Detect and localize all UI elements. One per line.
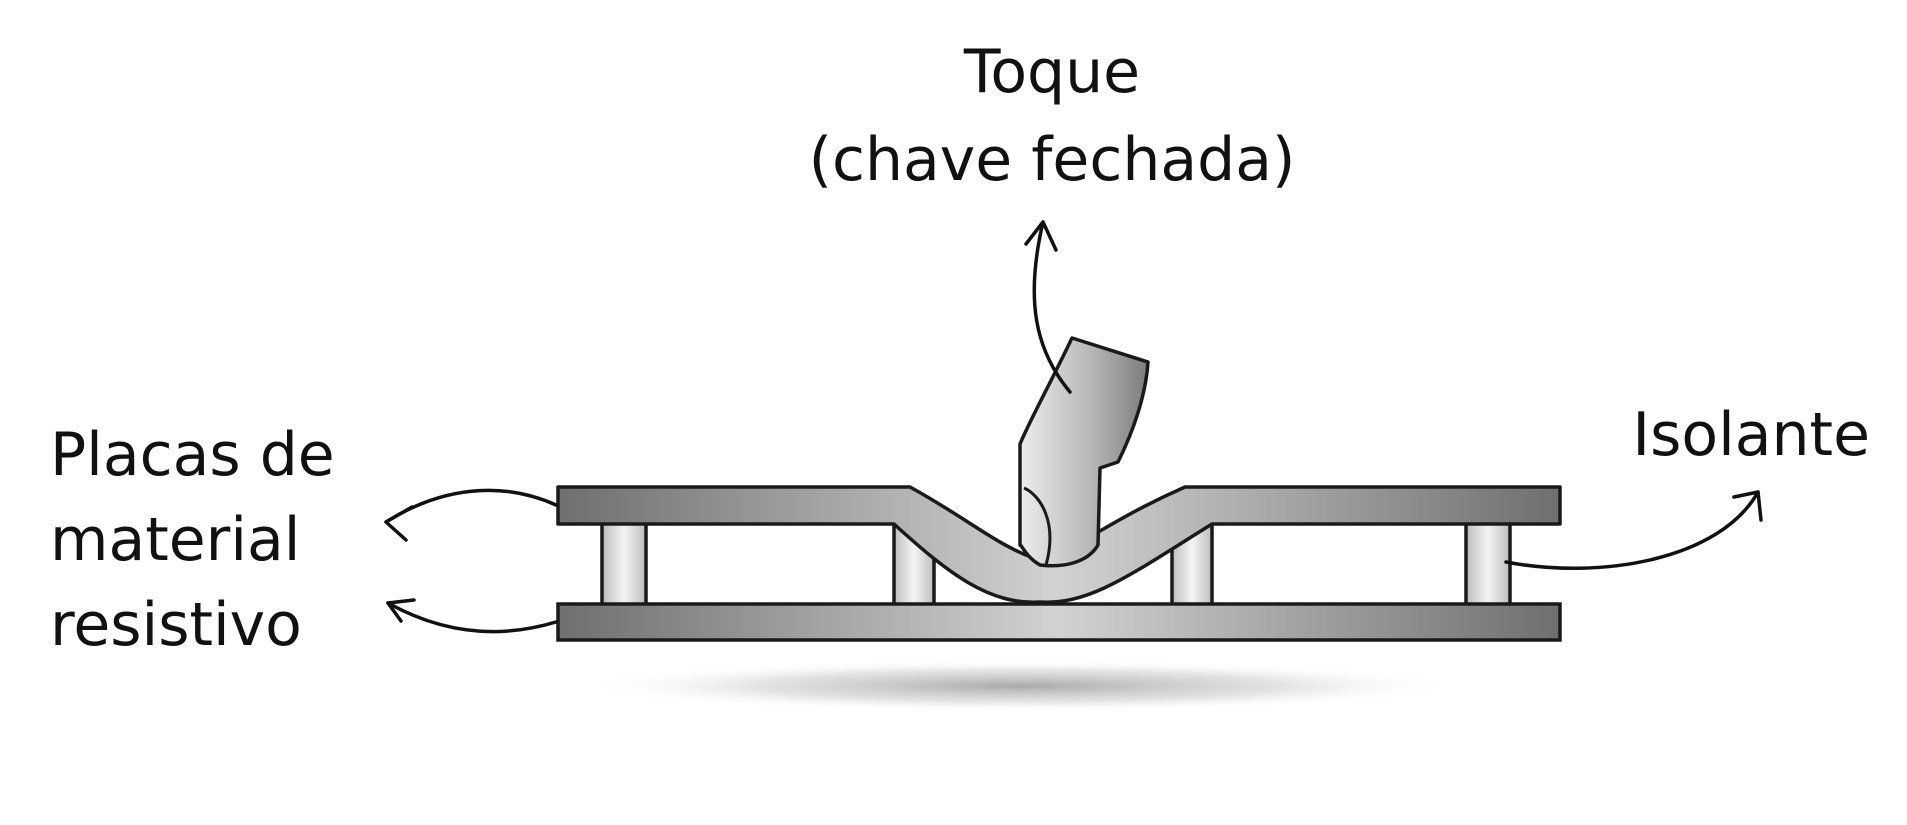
touch-label-line1: Toque — [963, 37, 1140, 107]
finger-icon — [1018, 336, 1150, 568]
touch-label-line2: (chave fechada) — [809, 125, 1296, 195]
plates-label-line3: resistivo — [50, 590, 302, 660]
arrow-left-icon — [384, 488, 558, 542]
insulator-label: Isolante — [1632, 400, 1870, 470]
ground-shadow — [580, 660, 1460, 712]
plates-label-line1: Placas de — [50, 420, 335, 490]
arrow-up-icon — [1024, 220, 1072, 394]
arrow-up-right-icon — [1504, 490, 1763, 571]
arrow-left-icon — [386, 598, 558, 634]
spacer-1 — [600, 520, 648, 608]
bottom-plate — [556, 602, 1562, 642]
plates-label-line2: material — [50, 505, 300, 575]
top-plate — [556, 485, 1562, 604]
spacer-4 — [1464, 520, 1512, 608]
